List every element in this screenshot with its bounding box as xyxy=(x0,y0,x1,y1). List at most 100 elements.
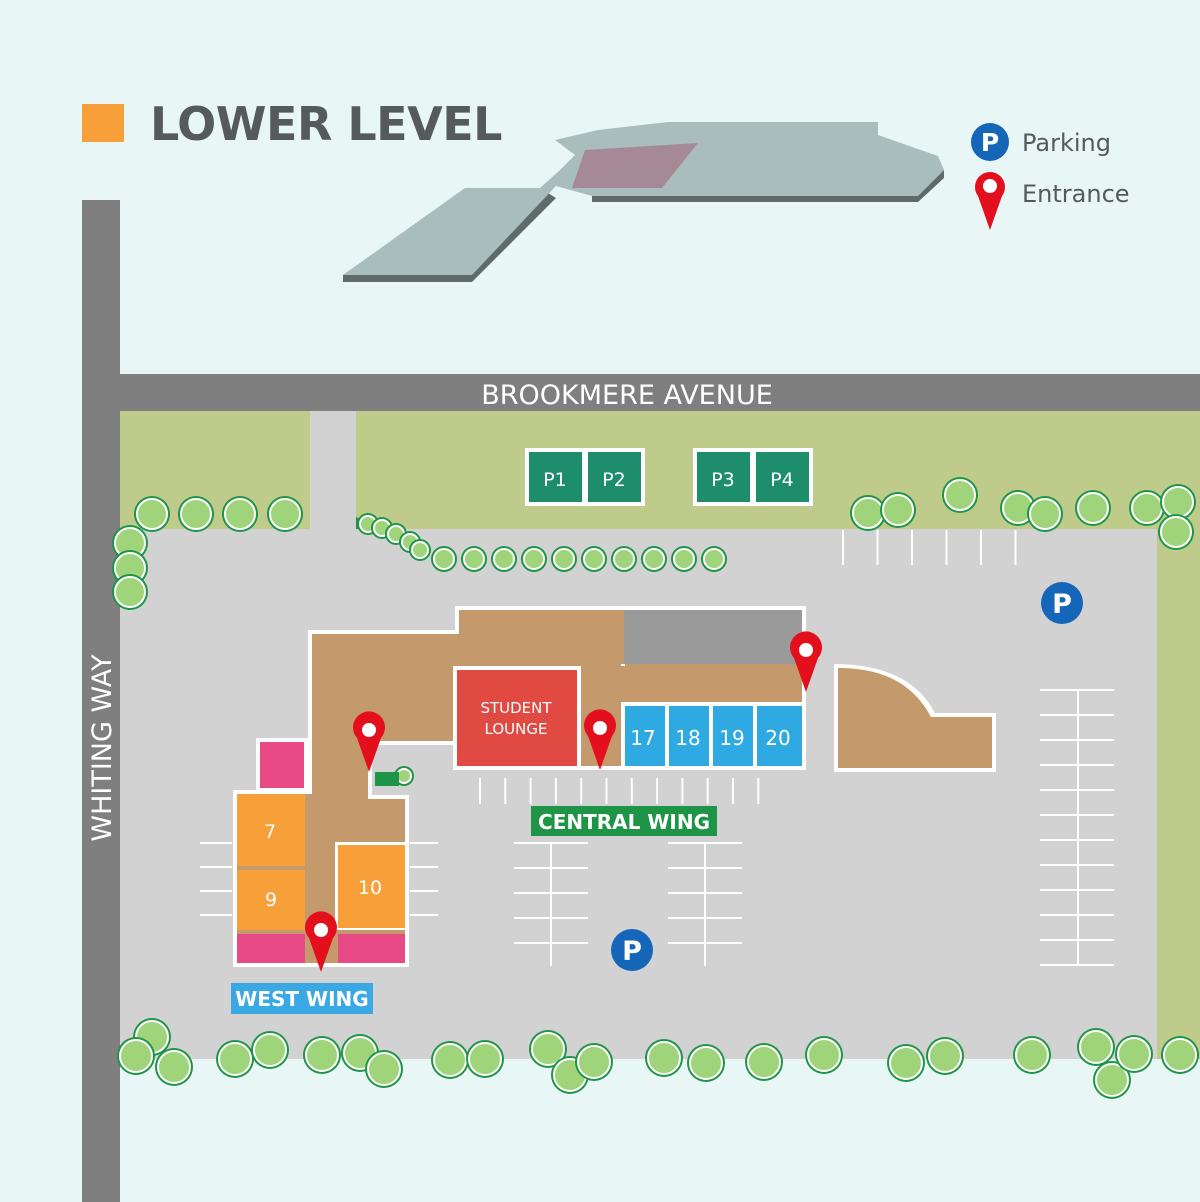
parking-spot-label: P4 xyxy=(770,469,794,491)
tree xyxy=(529,1030,567,1068)
room-19 xyxy=(713,706,753,766)
tree xyxy=(431,1041,469,1079)
tree xyxy=(880,492,916,528)
whiting-way-road xyxy=(82,200,120,1202)
tree xyxy=(645,1039,683,1077)
page-title: LOWER LEVEL xyxy=(150,97,502,151)
parking-spot-2: P2 xyxy=(584,448,645,506)
tree xyxy=(942,477,978,513)
room-20 xyxy=(757,706,802,766)
tree xyxy=(926,1037,964,1075)
room-10 xyxy=(338,845,405,928)
student-lounge-label-2: LOUNGE xyxy=(485,720,548,738)
entrance-legend-icon xyxy=(975,171,1005,230)
parking-legend-symbol: P xyxy=(981,128,999,157)
tree xyxy=(117,1037,155,1075)
parking-spot-3: P3 xyxy=(693,448,754,506)
tree xyxy=(671,546,697,572)
room-17 xyxy=(625,706,665,766)
tree xyxy=(687,1044,725,1082)
tree xyxy=(1161,1036,1199,1074)
tree xyxy=(805,1036,843,1074)
legend: P xyxy=(971,123,1009,230)
tree xyxy=(1077,1028,1115,1066)
east-building xyxy=(838,668,992,768)
room-9-label: 9 xyxy=(265,889,277,911)
tree xyxy=(178,496,214,532)
central-wing-label: CENTRAL WING xyxy=(538,810,710,834)
whiting-way-label: WHITING WAY xyxy=(87,654,118,842)
student-lounge xyxy=(457,670,577,766)
central-wing-building xyxy=(233,606,996,967)
entrance-pin-central-east xyxy=(789,631,822,692)
entrance-pin-west-courtyard xyxy=(352,711,386,772)
tree xyxy=(575,1043,613,1081)
room-19-label: 19 xyxy=(719,726,744,750)
planter xyxy=(375,772,399,786)
tree xyxy=(701,546,727,572)
entrance-pin-west-wing xyxy=(304,911,337,972)
brookmere-avenue-label: BROOKMERE AVENUE xyxy=(481,380,773,411)
building-overview xyxy=(343,122,944,282)
room-7 xyxy=(237,794,305,866)
parking-spot-label: P1 xyxy=(543,469,567,491)
room-9 xyxy=(237,870,305,930)
entrance-pin-student-lounge xyxy=(584,709,616,770)
tree xyxy=(551,546,577,572)
tree xyxy=(1158,514,1194,550)
tree xyxy=(1129,490,1165,526)
room-18-label: 18 xyxy=(675,726,700,750)
room-18 xyxy=(669,706,709,766)
tree xyxy=(491,546,517,572)
brookmere-avenue-road xyxy=(82,374,1200,411)
tree xyxy=(461,546,487,572)
west-wing-label: WEST WING xyxy=(235,987,368,1011)
west-accent-strip-left xyxy=(237,934,305,963)
west-accent-strip-right xyxy=(338,934,405,963)
tree xyxy=(1013,1036,1051,1074)
parking-marker-east xyxy=(1041,582,1083,624)
parking-spot-label: P2 xyxy=(602,469,626,491)
tree xyxy=(611,546,637,572)
tree xyxy=(887,1044,925,1082)
tree xyxy=(521,546,547,572)
tree xyxy=(216,1040,254,1078)
parking-marker-east-label: P xyxy=(1052,589,1072,620)
level-color-swatch xyxy=(82,104,124,142)
tree xyxy=(1000,490,1036,526)
trees xyxy=(112,477,1199,1099)
tree xyxy=(303,1036,341,1074)
tree xyxy=(409,539,431,561)
tree xyxy=(431,546,457,572)
tree xyxy=(112,525,148,561)
west-accent-room xyxy=(260,742,304,788)
tree xyxy=(155,1048,193,1086)
parking-legend-icon xyxy=(971,123,1009,161)
parking-marker-south-label: P xyxy=(622,936,642,967)
room-17-label: 17 xyxy=(630,726,655,750)
parking-marker-south xyxy=(611,929,653,971)
tree xyxy=(641,546,667,572)
tree xyxy=(581,546,607,572)
entrance-legend-label: Entrance xyxy=(1022,180,1130,208)
student-lounge-label-1: STUDENT xyxy=(480,699,552,717)
tree xyxy=(134,496,170,532)
tree xyxy=(365,1050,403,1088)
tree xyxy=(251,1031,289,1069)
tree xyxy=(745,1043,783,1081)
parking-spot-4: P4 xyxy=(752,448,813,506)
tree xyxy=(1027,496,1063,532)
parking-spot-label: P3 xyxy=(711,469,735,491)
service-area xyxy=(624,610,802,664)
entrances xyxy=(304,631,822,972)
tree xyxy=(1115,1035,1153,1073)
tree xyxy=(1093,1061,1131,1099)
tree xyxy=(222,496,258,532)
parking-markers: P P xyxy=(611,582,1083,971)
parking-spot-1: P1 xyxy=(525,448,586,506)
room-labels: STUDENT LOUNGE 17 18 19 20 7 9 10 xyxy=(264,699,791,911)
tree xyxy=(267,496,303,532)
tree xyxy=(1075,490,1111,526)
stall-lines xyxy=(200,530,1114,966)
